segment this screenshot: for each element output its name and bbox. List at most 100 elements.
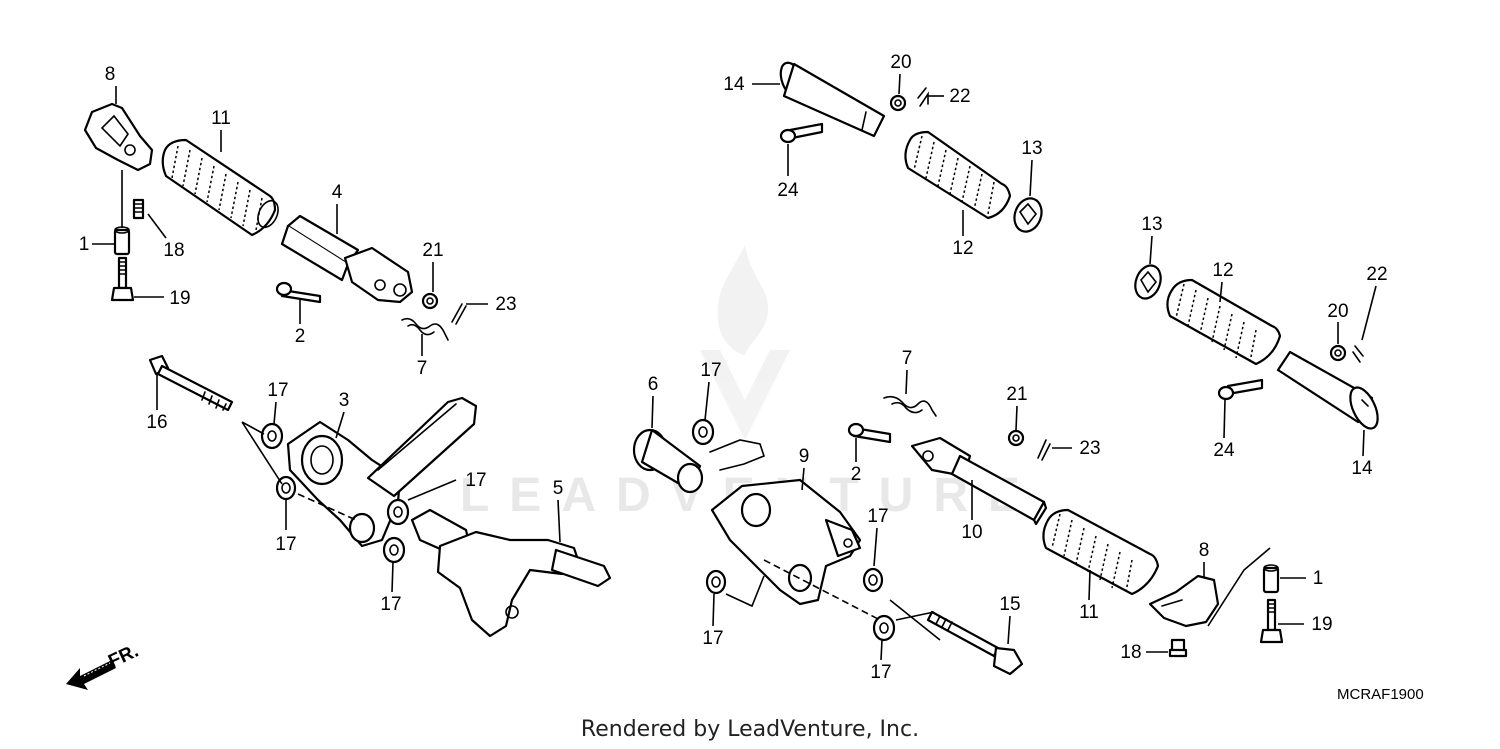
part-2-left-pin: [275, 281, 322, 304]
callout-15: 15: [999, 594, 1020, 615]
part-20-right-washer: [1329, 344, 1347, 362]
callout-10: 10: [961, 522, 982, 543]
part-2-center-pin: [847, 422, 892, 444]
callout-19: 19: [1311, 614, 1332, 635]
callout-1: 1: [1313, 568, 1324, 589]
part-1-right-collar: [1262, 564, 1280, 594]
callouts: 8 11 4 1 18 19 21 23 2 7 16 17 3 17 17 5…: [79, 52, 1388, 683]
part-1-left-collar: [113, 226, 131, 256]
part-21-center-washer: [1007, 429, 1025, 447]
part-18-left-bolt: [132, 198, 145, 220]
part-23-left-cotter: [451, 303, 467, 325]
part-3-bracket: [286, 396, 478, 548]
part-24-top-pin: [779, 122, 824, 144]
callout-22: 22: [1366, 264, 1387, 285]
part-11-left-rubber-grip: [161, 138, 279, 237]
part-17-washer-e: [691, 418, 715, 446]
callout-17: 17: [700, 360, 721, 381]
callout-22: 22: [949, 86, 970, 107]
callout-17: 17: [275, 534, 296, 555]
callout-17: 17: [267, 380, 288, 401]
callout-16: 16: [146, 412, 167, 433]
callout-2: 2: [295, 326, 306, 347]
part-14-right-peg: [1276, 350, 1379, 430]
callout-7: 7: [902, 348, 913, 369]
leader-8-to-1-right: [1207, 547, 1271, 627]
callout-3: 3: [339, 390, 350, 411]
callout-17: 17: [870, 662, 891, 683]
part-20-top-washer: [889, 94, 907, 112]
part-22-top-cotter: [917, 87, 929, 107]
part-9-bracket: [710, 478, 862, 606]
callout-18: 18: [163, 240, 184, 261]
part-13-top-washer: [1013, 197, 1043, 233]
part-12-right-grip: [1166, 278, 1282, 366]
callout-13: 13: [1141, 214, 1162, 235]
footer-credit: Rendered by LeadVenture, Inc.: [580, 717, 920, 742]
part-4-left-peg: [280, 214, 414, 304]
watermark-logo: [700, 245, 790, 440]
callout-24: 24: [1213, 440, 1235, 461]
part-13-right-washer: [1134, 264, 1162, 300]
part-24-right-pin: [1217, 378, 1264, 401]
leader-15: [889, 599, 941, 641]
callout-19: 19: [169, 288, 190, 309]
callout-1: 1: [79, 234, 90, 255]
part-17-washer-g: [862, 567, 884, 593]
callout-20: 20: [890, 52, 911, 73]
front-direction-arrow-icon: FR.: [66, 641, 142, 690]
part-10-center-peg: [910, 436, 1048, 526]
callout-12: 12: [952, 238, 973, 259]
callout-23: 23: [495, 294, 516, 315]
leader-17-lower: [725, 575, 765, 608]
part-5-pedal: [410, 508, 612, 638]
part-22-right-cotter: [1352, 345, 1364, 363]
callout-5: 5: [553, 478, 564, 499]
leader-16: [241, 421, 283, 485]
part-21-left-washer: [421, 292, 439, 310]
callout-21: 21: [422, 240, 443, 261]
callout-20: 20: [1327, 301, 1348, 322]
callout-4: 4: [332, 182, 343, 203]
callout-11: 11: [1079, 602, 1099, 623]
part-15-bolt: [926, 610, 1024, 676]
callout-17: 17: [867, 506, 888, 527]
callout-14: 14: [723, 74, 745, 95]
callout-24: 24: [777, 180, 799, 201]
part-23-center-cotter: [1037, 439, 1051, 461]
callout-12: 12: [1212, 260, 1233, 281]
part-7-left-spring: [401, 317, 449, 341]
part-19-right-bolt: [1259, 598, 1284, 644]
callout-8: 8: [105, 64, 116, 85]
part-17-washer-d: [382, 536, 406, 564]
part-16-bolt: [148, 354, 234, 412]
callout-21: 21: [1006, 384, 1027, 405]
callout-6: 6: [648, 374, 659, 395]
callout-14: 14: [1351, 458, 1373, 479]
callout-9: 9: [799, 446, 810, 467]
callout-11: 11: [211, 108, 231, 129]
part-8-left-holder: [83, 102, 154, 172]
diagram-code: MCRAF1900: [1337, 686, 1424, 703]
callout-18: 18: [1120, 642, 1141, 663]
callout-17: 17: [702, 628, 723, 649]
part-17-washer-a: [260, 422, 284, 450]
part-6-bracket-arm: [632, 428, 765, 494]
part-17-washer-c: [386, 498, 410, 526]
part-17-washer-h: [872, 614, 896, 642]
callout-8: 8: [1199, 540, 1210, 561]
callout-2: 2: [851, 464, 862, 485]
callout-7: 7: [417, 358, 428, 379]
part-12-top-grip: [904, 130, 1012, 220]
part-14-top-peg: [779, 61, 886, 138]
part-11-center-grip: [1042, 508, 1160, 596]
callout-23: 23: [1079, 438, 1100, 459]
callout-17: 17: [380, 594, 401, 615]
part-18-right-bolt: [1168, 638, 1188, 658]
part-19-left-bolt: [110, 256, 135, 302]
part-7-center-spring: [883, 395, 937, 417]
part-17-washer-f: [705, 569, 727, 595]
part-8-right-holder: [1148, 574, 1220, 628]
callout-17: 17: [465, 470, 486, 491]
